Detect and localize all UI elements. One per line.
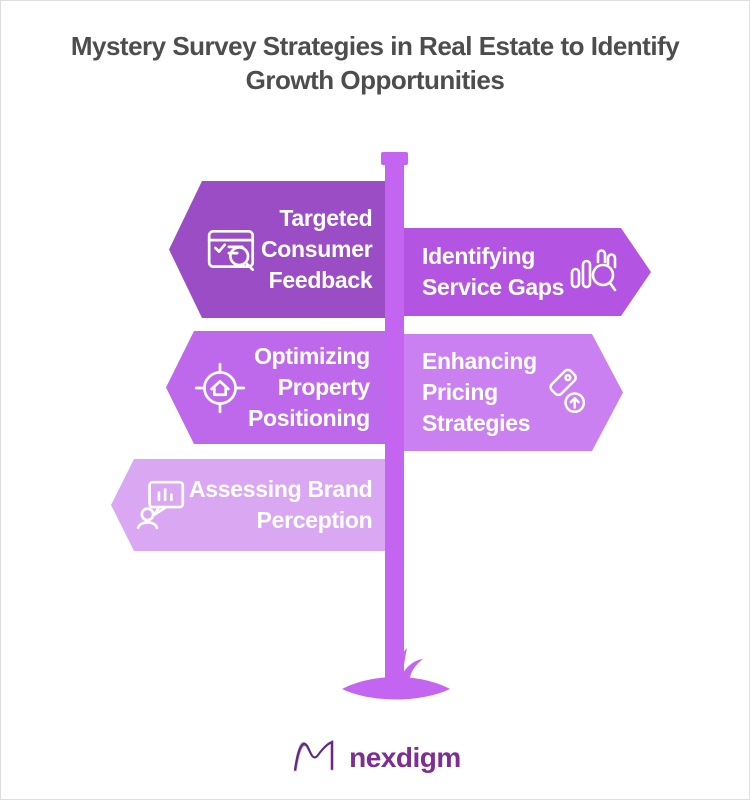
person-speech-icon: [133, 477, 189, 533]
banner-assessing-brand-perception: Assessing Brand Perception: [111, 459, 385, 551]
banner-targeted-consumer-feedback: Targeted Consumer Feedback: [169, 181, 385, 318]
signpost-pole: [385, 161, 404, 681]
grass-icon: [384, 647, 428, 688]
banner-line: Positioning: [248, 405, 370, 431]
nexdigm-logo: nexdigm: [1, 734, 749, 781]
title-line-2: Growth Opportunities: [245, 65, 505, 95]
banner-enhancing-pricing-strategies: Enhancing Pricing Strategies: [404, 334, 623, 451]
signpost-base: [340, 676, 452, 707]
banner-line: Consumer: [261, 236, 373, 262]
banner-line: Service Gaps: [422, 274, 565, 300]
banner-label: Optimizing Property Positioning: [248, 341, 385, 434]
banner-line: Assessing Brand: [189, 476, 373, 502]
banner-line: Property: [277, 374, 370, 400]
nexdigm-logo-mark-icon: [289, 734, 339, 781]
title-line-1: Mystery Survey Strategies in Real Estate…: [70, 31, 680, 61]
banner-label: Enhancing Pricing Strategies: [404, 346, 541, 439]
nexdigm-logo-text: nexdigm: [349, 741, 461, 773]
banner-line: Strategies: [422, 410, 531, 436]
banner-label: Assessing Brand Perception: [189, 474, 385, 536]
banner-optimizing-property-positioning: Optimizing Property Positioning: [166, 331, 385, 444]
chart-search-icon: [567, 245, 621, 299]
banner-line: Feedback: [268, 267, 373, 293]
house-target-icon: [192, 360, 248, 416]
page-title: Mystery Survey Strategies in Real Estate…: [1, 29, 749, 97]
banner-line: Optimizing: [254, 343, 370, 369]
price-tag-up-icon: [541, 367, 593, 419]
banner-identifying-service-gaps: Identifying Service Gaps: [404, 228, 651, 316]
banner-line: Pricing: [422, 379, 498, 405]
banner-line: Perception: [256, 507, 373, 533]
survey-search-icon: [205, 222, 261, 278]
banner-label: Targeted Consumer Feedback: [261, 203, 385, 296]
banner-line: Targeted: [279, 205, 373, 231]
banner-line: Enhancing: [422, 348, 537, 374]
banner-line: Identifying: [422, 243, 535, 269]
banner-label: Identifying Service Gaps: [404, 241, 567, 303]
